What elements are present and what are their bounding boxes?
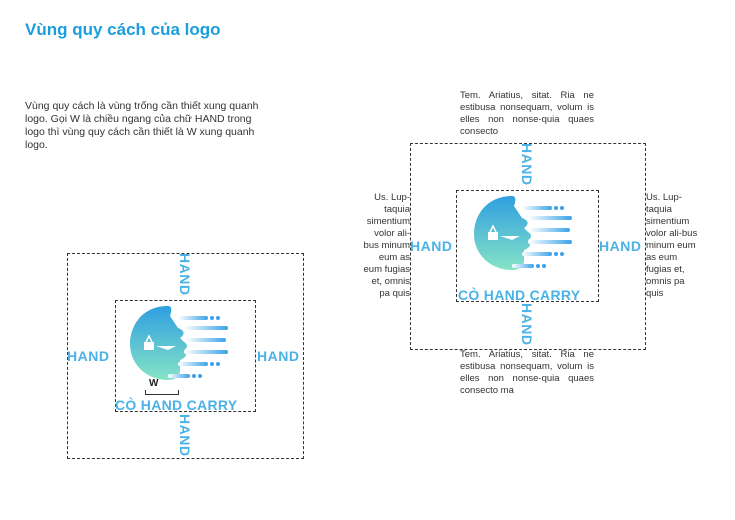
filler-text-top: Tem. Ariatius, sitat. Ria ne estibusa no…	[460, 90, 594, 137]
filler-text-right: Us. Lup-taquia simentium volor ali-bus m…	[646, 192, 698, 299]
brand-text: CÒ HAND CARRY	[115, 397, 238, 413]
inner-logo-box-2	[456, 190, 599, 302]
hand-top-label-2: HAND	[519, 143, 535, 186]
hand-bottom-label-2: HAND	[519, 303, 535, 346]
w-measure-label: W	[149, 378, 159, 389]
page-title: Vùng quy cách của logo	[25, 20, 221, 39]
inner-logo-box	[115, 300, 256, 412]
hand-left-label-2: HAND	[410, 238, 453, 254]
filler-text-bottom: Tem. Ariatius, sitat. Ria ne estibusa no…	[460, 349, 594, 396]
w-measure-bracket	[145, 390, 179, 395]
hand-right-label-2: HAND	[599, 238, 642, 254]
description-text: Vùng quy cách là vùng trống cần thiết xu…	[25, 100, 259, 151]
hand-right-label: HAND	[257, 348, 300, 364]
outer-clearspace-box-2	[410, 143, 646, 350]
hand-bottom-label: HAND	[177, 414, 193, 457]
filler-text-left: Us. Lup-taquia simentium volor ali-bus m…	[363, 192, 410, 299]
logo-mark-icon-2	[474, 196, 572, 270]
hand-top-label: HAND	[177, 253, 193, 296]
outer-clearspace-box	[67, 253, 304, 459]
logo-mark-icon	[130, 306, 228, 380]
brand-text-2: CÒ HAND CARRY	[458, 287, 581, 303]
hand-left-label: HAND	[67, 348, 110, 364]
